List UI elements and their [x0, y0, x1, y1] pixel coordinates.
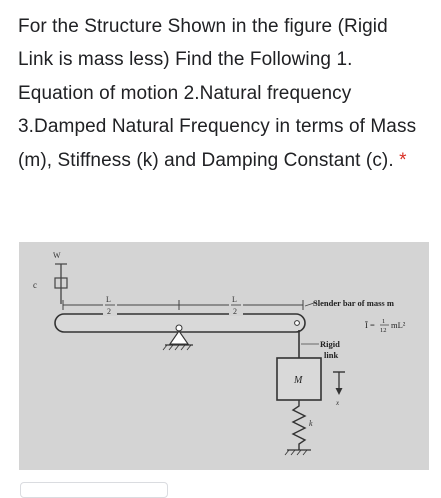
spring	[291, 400, 307, 450]
svg-text:mL²: mL²	[391, 320, 406, 330]
dimension-half-right: L 2	[231, 295, 241, 316]
question-body: For the Structure Shown in the figure (R…	[18, 16, 417, 171]
svg-text:1: 1	[382, 318, 385, 325]
wall-hatch-label: W	[53, 251, 61, 260]
damper-label: c	[33, 280, 37, 290]
svg-text:12: 12	[380, 327, 387, 334]
question-figure: W c L 2 L 2	[19, 242, 429, 470]
svg-text:Ī =: Ī =	[365, 320, 375, 330]
force-arrow: x	[333, 371, 345, 407]
dimension-half-left: L 2	[105, 295, 115, 316]
ground	[284, 449, 311, 456]
left-support	[54, 263, 68, 304]
answer-input[interactable]	[20, 482, 168, 498]
question-text: For the Structure Shown in the figure (R…	[18, 10, 428, 177]
mass-label: M	[293, 375, 303, 386]
svg-text:x: x	[335, 399, 340, 407]
spring-label: k	[309, 419, 313, 428]
svg-text:2: 2	[233, 307, 237, 316]
svg-text:L: L	[106, 295, 111, 304]
inertia-label: Ī = 1 12 mL²	[365, 318, 406, 334]
link-label-link: link	[324, 350, 338, 360]
required-asterisk: *	[399, 149, 407, 171]
svg-text:L: L	[232, 295, 237, 304]
bar-label: Slender bar of mass m	[313, 298, 394, 308]
link-label-rigid: Rigid	[320, 339, 340, 349]
pin-support	[162, 324, 193, 351]
svg-text:2: 2	[107, 307, 111, 316]
mass-block	[276, 357, 322, 401]
